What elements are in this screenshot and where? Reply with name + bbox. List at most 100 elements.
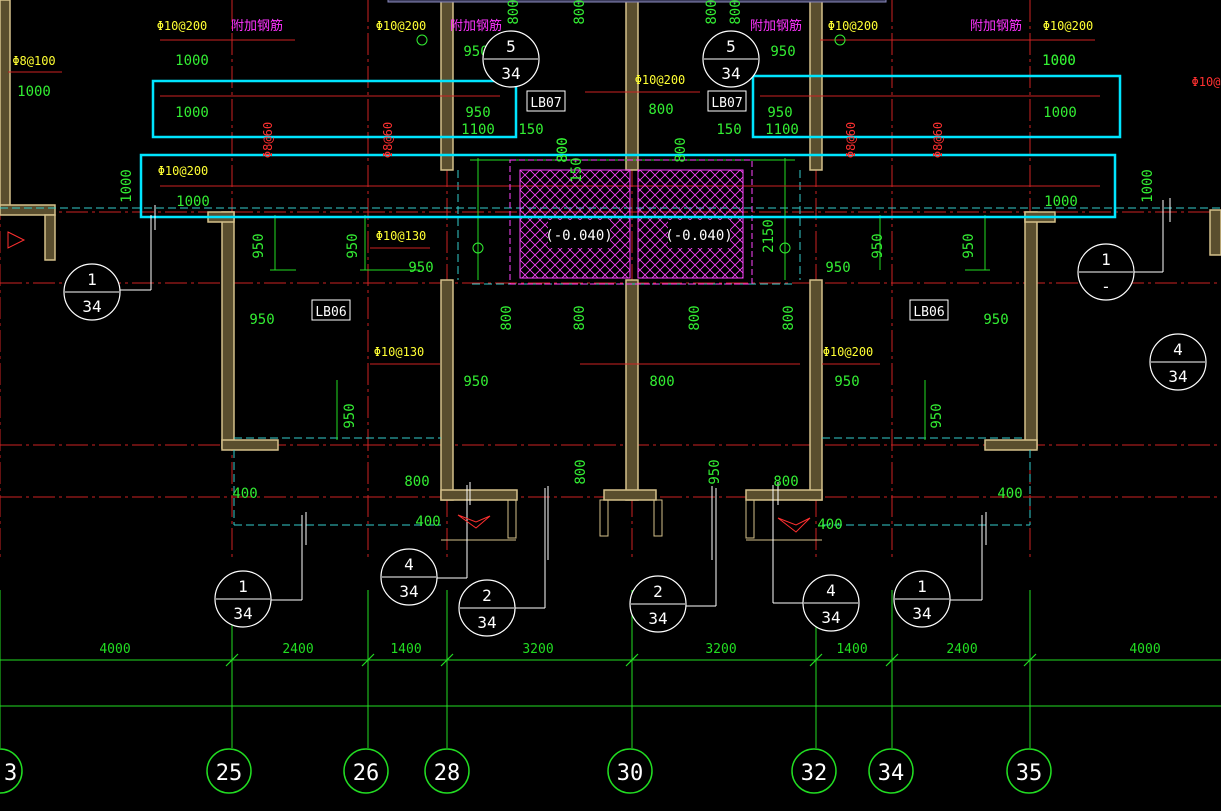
detail-callout-number: 1 xyxy=(87,270,97,289)
dimension-text: 950 xyxy=(342,403,358,428)
dimension-text: 2150 xyxy=(761,219,777,253)
rebar-label: Φ10@200 xyxy=(158,164,209,178)
additional-rebar-label: 附加钢筋 xyxy=(970,18,1022,34)
rebar-label: Φ10@200 xyxy=(376,19,427,33)
axis-bubble[interactable]: 32 xyxy=(791,748,837,794)
elevation-mark: (-0.040) xyxy=(545,228,612,244)
leader-lines xyxy=(120,198,1171,609)
elevation-mark: (-0.040) xyxy=(665,228,732,244)
additional-rebar-label: 附加钢筋 xyxy=(750,18,802,34)
dimension-text: 950 xyxy=(825,260,850,276)
additional-rebar-label: 附加钢筋 xyxy=(231,18,283,34)
axis-spacing-text: 2400 xyxy=(282,642,313,657)
dimension-text: 800 xyxy=(555,137,571,162)
red-rebar-label: Φ10@ xyxy=(1192,75,1221,89)
axis-spacing-text: 1400 xyxy=(836,642,867,657)
axis-bubble[interactable]: 30 xyxy=(607,748,653,794)
selection-boxes[interactable] xyxy=(139,74,1122,219)
detail-callout[interactable]: 534 xyxy=(482,30,540,88)
axis-bubble[interactable]: 25 xyxy=(206,748,252,794)
axis-bubble-label: 25 xyxy=(216,761,243,786)
elevation-marks: (-0.040) (-0.040) xyxy=(545,228,732,244)
dimension-text: 1000 xyxy=(1140,169,1156,203)
rebar-label: Φ10@200 xyxy=(828,19,879,33)
slab-label: LB06 xyxy=(315,305,346,320)
axis-spacing-text: 2400 xyxy=(946,642,977,657)
dimension-text: 950 xyxy=(463,44,488,60)
dimension-text: 1000 xyxy=(17,84,51,100)
axis-spacing-text: 3200 xyxy=(705,642,736,657)
axis-bubble[interactable]: 26 xyxy=(343,748,389,794)
dimension-text: 400 xyxy=(232,486,257,502)
dimension-text: 950 xyxy=(345,233,361,258)
axis-bubble-label: 35 xyxy=(1016,761,1043,786)
slab-label-box xyxy=(311,299,351,321)
slab-label: LB07 xyxy=(711,96,742,111)
dimension-text: 950 xyxy=(834,374,859,390)
section-symbols xyxy=(7,231,811,533)
dimension-text: 950 xyxy=(961,233,977,258)
detail-callout[interactable]: 434 xyxy=(1149,333,1207,391)
dimension-text: 950 xyxy=(707,459,723,484)
rebar-label: Φ10@130 xyxy=(374,345,425,359)
detail-callout[interactable]: 534 xyxy=(702,30,760,88)
detail-callout-number: 5 xyxy=(726,37,736,56)
detail-callout-sheet: 34 xyxy=(821,608,840,627)
dimension-text: 950 xyxy=(251,233,267,258)
detail-callout[interactable]: 234 xyxy=(458,579,516,637)
selection-box-3[interactable] xyxy=(139,153,1117,219)
dimension-text: 1100 xyxy=(461,122,495,138)
dimension-text: 800 xyxy=(573,459,589,484)
axis-bubble-circle xyxy=(424,748,470,794)
dimension-text: 800 xyxy=(648,102,673,118)
detail-callout[interactable]: 1- xyxy=(1077,243,1135,301)
selection-box-1[interactable] xyxy=(151,79,518,139)
axis-bubbles: 3 25 26 28 30 32 34 35 xyxy=(0,748,1052,794)
dimension-text: 800 xyxy=(649,374,674,390)
red-rebar-label: Φ8@60 xyxy=(844,122,858,158)
dimension-text: 1000 xyxy=(1043,105,1077,121)
dimension-text: 800 xyxy=(687,305,703,330)
detail-callout[interactable]: 134 xyxy=(893,570,951,628)
axis-bubble[interactable]: 35 xyxy=(1006,748,1052,794)
detail-callout[interactable]: 234 xyxy=(629,575,687,633)
rebar-label: Φ8@100 xyxy=(12,54,55,68)
axis-bubble-circle xyxy=(0,748,23,794)
dimension-text: 150 xyxy=(716,122,741,138)
detail-callout-number: 1 xyxy=(1101,250,1111,269)
detail-callout-sheet: 34 xyxy=(477,613,496,632)
dimension-text: 800 xyxy=(572,0,588,25)
axis-bubble-label: 3 xyxy=(4,761,17,786)
red-rebar-label: Φ8@60 xyxy=(261,122,275,158)
detail-callout[interactable]: 134 xyxy=(63,263,121,321)
rebar-label: Φ10@200 xyxy=(1043,19,1094,33)
dimension-text: 950 xyxy=(408,260,433,276)
dimension-text: 150 xyxy=(518,122,543,138)
detail-callout-number: 5 xyxy=(506,37,516,56)
detail-callout[interactable]: 434 xyxy=(802,574,860,632)
rebar-label: Φ10@200 xyxy=(157,19,208,33)
detail-callout-sheet: 34 xyxy=(721,64,740,83)
dimension-text: 950 xyxy=(983,312,1008,328)
axis-spacing-text: 3200 xyxy=(522,642,553,657)
detail-callout-number: 2 xyxy=(482,586,492,605)
axis-bubble[interactable]: 28 xyxy=(424,748,470,794)
dimension-text: 950 xyxy=(465,105,490,121)
axis-bubble-label: 32 xyxy=(801,761,828,786)
axis-bubble[interactable]: 3 xyxy=(0,748,23,794)
dimension-text: 1000 xyxy=(1044,194,1078,210)
additional-rebar-notes: 附加钢筋附加钢筋附加钢筋附加钢筋 xyxy=(231,18,1022,34)
detail-callout-number: 1 xyxy=(917,577,927,596)
detail-callout[interactable]: 134 xyxy=(214,570,272,628)
dimension-text: 150 xyxy=(569,157,585,182)
rebar-label: Φ10@200 xyxy=(823,345,874,359)
detail-callout[interactable]: 434 xyxy=(380,548,438,606)
axis-bubble[interactable]: 34 xyxy=(868,748,914,794)
selection-box-2[interactable] xyxy=(751,74,1122,139)
detail-callout-number: 4 xyxy=(826,581,836,600)
dimension-text: 950 xyxy=(770,44,795,60)
